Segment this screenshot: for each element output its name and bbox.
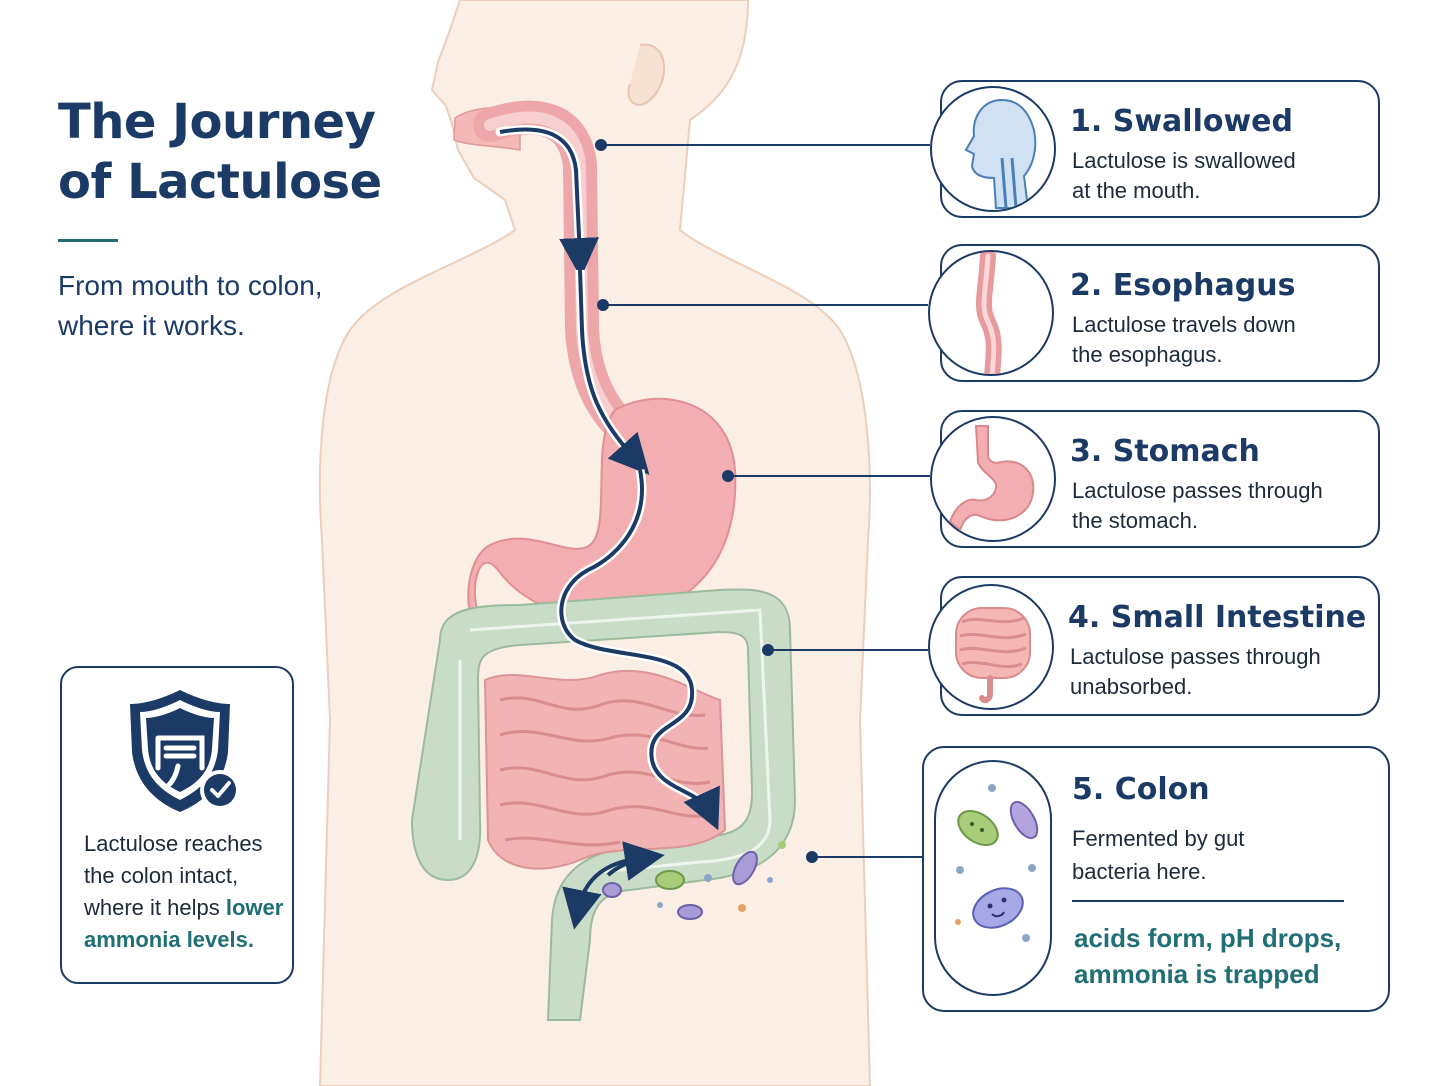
step-card-small-intestine: 4. Small Intestine Lactulose passes thro… [928,576,1380,716]
step-5-highlight-2: ammonia is trapped [1074,959,1320,989]
summary-line-1: Lactulose reaches [84,831,263,856]
esophagus-icon [976,252,1002,374]
shield-check-icon [130,690,240,812]
ear-shape [627,43,666,106]
step-2-line-2: the esophagus. [1072,342,1223,367]
lactulose-path-arrow-1 [499,127,600,278]
lactulose-path-arrow-2b [578,269,650,475]
page-subtitle: From mouth to colon, where it works. [58,266,358,346]
step-card-colon: 5. Colon Fermented by gut bacteria here.… [922,746,1390,1012]
step-5-description: Fermented by gut bacteria here. [1072,822,1244,888]
small-intestine-shape [483,669,727,870]
step-5-line-2: bacteria here. [1072,859,1207,884]
step-1-icon-frame [930,86,1056,212]
colon-bacteria [602,841,786,920]
title-divider [58,239,118,242]
summary-line-2: the colon intact, [84,863,239,888]
step-5-highlight-1: acids form, pH drops, [1074,923,1342,953]
title-line-1: The Journey [58,94,376,150]
summary-text: Lactulose reaches the colon intact, wher… [84,828,294,956]
large-intestine-shape [410,588,797,1021]
step-2-icon-frame [928,250,1054,376]
lactulose-path-arrow-5 [606,841,665,881]
connector-lines [595,139,930,863]
step-4-description: Lactulose passes through unabsorbed. [1070,642,1321,702]
step-5-icon-frame [934,760,1052,996]
lactulose-path-arrow-3b [559,469,720,831]
title-line-2: of Lactulose [58,154,382,210]
step-card-esophagus: 2. Esophagus Lactulose travels down the … [928,244,1380,382]
step-2-title: 2. Esophagus [1070,268,1296,303]
step-1-line-2: at the mouth. [1072,178,1201,203]
step-card-stomach: 3. Stomach Lactulose passes through the … [930,410,1380,548]
stomach-icon [948,425,1035,532]
step-3-title: 3. Stomach [1070,434,1260,469]
step-1-title: 1. Swallowed [1070,104,1293,139]
summary-highlight-2: ammonia levels. [84,927,254,952]
step-2-description: Lactulose travels down the esophagus. [1072,310,1296,370]
step-5-line-1: Fermented by gut [1072,826,1245,851]
stomach-shape [467,397,737,642]
small-intestine-icon [955,607,1031,704]
summary-highlight-1: lower [225,895,284,920]
bacteria-icon [955,784,1039,942]
subtitle-line-2: where it works. [58,310,245,341]
step-4-line-1: Lactulose passes through [1070,644,1321,669]
step-3-line-1: Lactulose passes through [1072,478,1323,503]
small-intestine-folds [499,696,711,847]
head-profile-icon [964,98,1037,209]
step-2-line-1: Lactulose travels down [1072,312,1296,337]
step-5-title: 5. Colon [1072,772,1210,807]
step-1-line-1: Lactulose is swallowed [1072,148,1296,173]
step-1-description: Lactulose is swallowed at the mouth. [1072,146,1296,206]
summary-card: Lactulose reaches the colon intact, wher… [60,666,294,984]
step-3-line-2: the stomach. [1072,508,1198,533]
step-3-icon-frame [930,416,1056,542]
colon-inner-line [458,608,772,874]
summary-line-3: where it helps [84,895,226,920]
step-5-highlight: acids form, pH drops, ammonia is trapped [1074,920,1341,992]
step-4-icon-frame [928,584,1054,710]
step-3-description: Lactulose passes through the stomach. [1072,476,1323,536]
step-card-swallowed: 1. Swallowed Lactulose is swallowed at t… [930,80,1380,218]
page-title: The Journey of Lactulose [58,92,382,212]
step-5-divider [1072,900,1344,902]
step-4-line-2: unabsorbed. [1070,674,1193,699]
subtitle-line-1: From mouth to colon, [58,270,323,301]
step-4-title: 4. Small Intestine [1068,600,1367,635]
